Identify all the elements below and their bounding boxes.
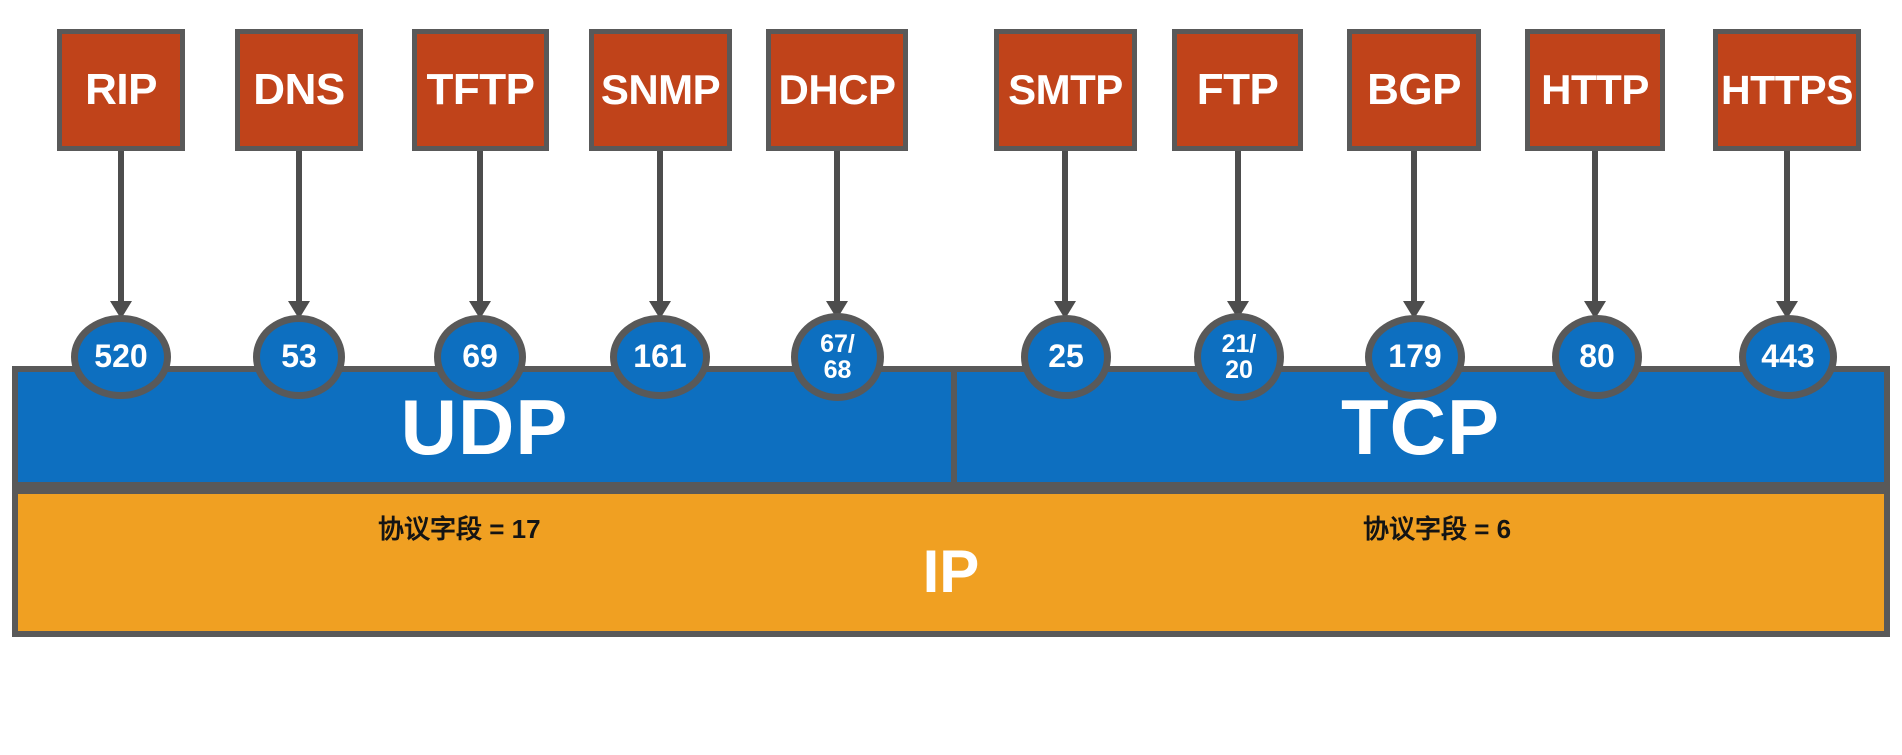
- port-number: 80: [1579, 338, 1615, 375]
- port-number: 25: [1048, 338, 1084, 375]
- port-circle-ftp[interactable]: 21/ 20: [1194, 313, 1284, 401]
- protocol-box-rip[interactable]: RIP: [57, 29, 185, 151]
- protocol-box-snmp[interactable]: SNMP: [589, 29, 732, 151]
- protocol-box-label: DHCP: [778, 66, 896, 113]
- protocol-box-tftp[interactable]: TFTP: [412, 29, 549, 151]
- port-circle-smtp[interactable]: 25: [1021, 315, 1111, 399]
- protocol-box-ftp[interactable]: FTP: [1172, 29, 1303, 151]
- protocol-box-label: RIP: [85, 65, 157, 114]
- protocol-box-label: HTTPS: [1721, 66, 1853, 113]
- protocol-box-dns[interactable]: DNS: [235, 29, 363, 151]
- protocol-field-tcp: 协议字段 = 6: [1363, 514, 1512, 544]
- tcp-label: TCP: [1341, 383, 1500, 471]
- protocol-box-bgp[interactable]: BGP: [1347, 29, 1481, 151]
- protocol-box-label: TFTP: [426, 65, 535, 114]
- protocol-box-dhcp[interactable]: DHCP: [766, 29, 908, 151]
- protocol-field-udp: 协议字段 = 17: [378, 514, 541, 544]
- port-circle-dns[interactable]: 53: [253, 315, 345, 399]
- port-number-line1: 21/: [1221, 329, 1257, 358]
- port-number: 520: [94, 338, 148, 375]
- ip-label: IP: [922, 538, 980, 605]
- port-number-line2: 68: [823, 356, 852, 384]
- ip-layer-block[interactable]: IP 协议字段 = 17 协议字段 = 6: [12, 488, 1890, 637]
- port-number-line2: 20: [1225, 356, 1253, 384]
- port-number-line1: 67/: [820, 329, 855, 358]
- protocol-box-label: BGP: [1367, 65, 1461, 114]
- protocol-box-label: FTP: [1196, 65, 1279, 114]
- protocol-box-http[interactable]: HTTP: [1525, 29, 1665, 151]
- port-number: 69: [462, 338, 498, 375]
- protocol-box-https[interactable]: HTTPS: [1713, 29, 1861, 151]
- protocol-box-label: DNS: [253, 65, 345, 114]
- port-circle-bgp[interactable]: 179: [1365, 315, 1465, 399]
- port-circle-http[interactable]: 80: [1552, 315, 1642, 399]
- port-number: 443: [1761, 338, 1815, 375]
- port-circle-https[interactable]: 443: [1739, 315, 1837, 399]
- port-number: 179: [1388, 338, 1442, 375]
- port-circle-rip[interactable]: 520: [71, 315, 171, 399]
- udp-label: UDP: [400, 383, 569, 471]
- port-number: 161: [633, 338, 687, 375]
- port-circle-snmp[interactable]: 161: [610, 315, 710, 399]
- protocol-box-smtp[interactable]: SMTP: [994, 29, 1137, 151]
- port-number: 53: [281, 338, 317, 375]
- protocol-box-label: HTTP: [1541, 66, 1649, 113]
- protocol-box-label: SMTP: [1008, 66, 1123, 113]
- port-circle-dhcp[interactable]: 67/ 68: [791, 313, 884, 401]
- protocol-box-label: SNMP: [600, 66, 721, 113]
- port-circle-tftp[interactable]: 69: [434, 315, 526, 399]
